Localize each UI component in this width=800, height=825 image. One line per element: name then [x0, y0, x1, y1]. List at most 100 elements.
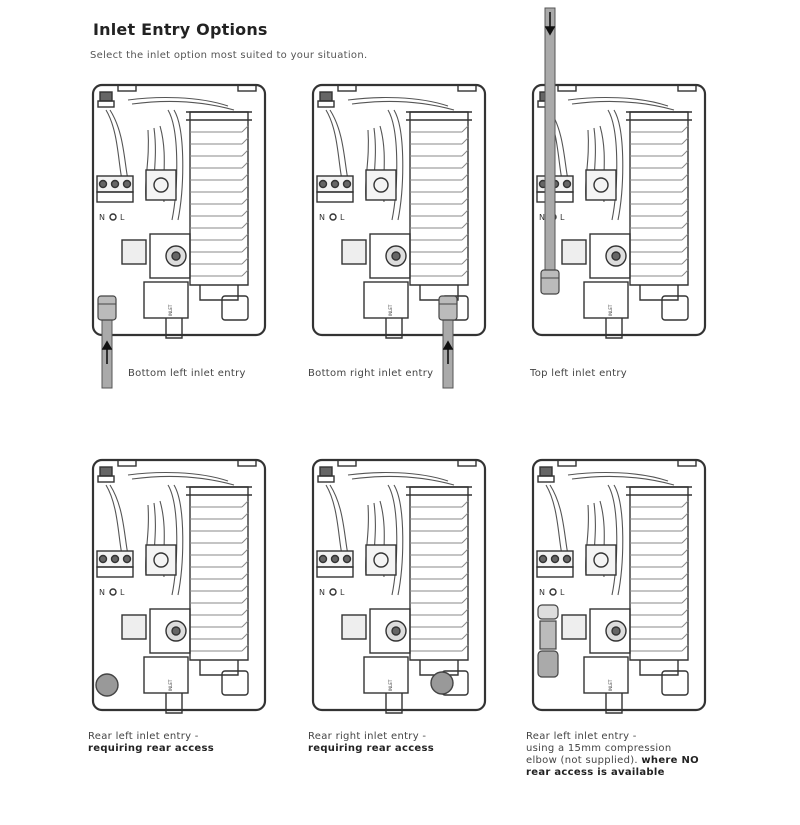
option-caption: Rear left inlet entry - using a 15mm com…	[526, 731, 699, 779]
heater-tank	[406, 486, 472, 676]
earth-terminal	[329, 213, 337, 221]
heater-tank	[626, 486, 692, 676]
inlet-valve	[341, 233, 411, 339]
option-rear-left-elbow: N L INLET Rear left inlet entry - using a …	[526, 445, 758, 825]
terminal-label-live: L	[120, 213, 125, 222]
option-caption: Bottom left inlet entry	[128, 368, 246, 379]
terminal-label-neutral: N	[319, 213, 325, 222]
page-title: Inlet Entry Options	[93, 20, 268, 39]
relay-coil	[373, 177, 389, 193]
relay-coil	[373, 552, 389, 568]
shower-unit-diagram: N L INLET	[531, 7, 707, 339]
relay-block	[585, 544, 617, 576]
top-clip	[457, 459, 477, 467]
top-clip	[557, 459, 577, 467]
inlet-valve	[341, 608, 411, 714]
inlet-valve	[561, 233, 631, 339]
relay-coil	[593, 552, 609, 568]
caption-emphasis: rear access is available	[526, 767, 665, 778]
unit-casing	[91, 83, 267, 337]
top-clip	[117, 84, 137, 92]
option-caption: Bottom right inlet entry	[308, 368, 434, 379]
terminal-block	[536, 550, 574, 578]
pressure-relief-device	[661, 295, 689, 321]
shower-unit-diagram: N L INLET	[311, 458, 487, 714]
relay-coil	[153, 552, 169, 568]
pressure-relief-device	[221, 295, 249, 321]
option-caption: Rear right inlet entry - requiring rear …	[308, 731, 434, 755]
terminal-block	[96, 175, 134, 203]
terminal-label-live: L	[340, 213, 345, 222]
terminal-label-neutral: N	[539, 213, 545, 222]
caption-line: Rear right inlet entry -	[308, 731, 427, 742]
inlet-pipe	[101, 319, 113, 389]
inlet-valve	[561, 608, 631, 714]
option-rear-right: N L INLET Rear right inlet entry - requiri…	[308, 445, 538, 825]
top-clip	[557, 84, 577, 92]
rear-inlet-port	[430, 671, 454, 695]
terminal-label-neutral: N	[319, 588, 325, 597]
caption-line: using a 15mm compression	[526, 743, 672, 754]
heater-tank	[406, 111, 472, 301]
terminal-label-live: L	[560, 588, 565, 597]
terminal-label-live: L	[340, 588, 345, 597]
terminal-label-live: L	[120, 588, 125, 597]
unit-casing	[531, 83, 707, 337]
top-clip	[337, 84, 357, 92]
inlet-valve-label: INLET	[168, 304, 173, 316]
terminal-label-live: L	[560, 213, 565, 222]
relay-block	[365, 544, 397, 576]
compression-fitting	[438, 295, 458, 321]
cable-gland	[97, 91, 115, 108]
option-bottom-right: N L INLET Bottom right inlet entry	[308, 70, 538, 450]
caption-line: Rear left inlet entry -	[88, 731, 199, 742]
top-clip	[337, 459, 357, 467]
terminal-block	[96, 550, 134, 578]
option-top-left: N L INLET Top left inlet entry	[528, 7, 758, 450]
wiring-harness	[325, 96, 455, 221]
rear-inlet-port	[95, 673, 119, 697]
inlet-valve-label: INLET	[608, 679, 613, 691]
page-subtitle: Select the inlet option most suited to y…	[90, 50, 368, 61]
top-clip	[677, 459, 697, 467]
relay-block	[365, 169, 397, 201]
cable-gland	[537, 466, 555, 483]
option-caption: Top left inlet entry	[530, 368, 628, 379]
shower-unit-diagram: N L INLET	[311, 83, 487, 389]
unit-casing	[311, 83, 487, 337]
top-clip	[677, 84, 697, 92]
heater-tank	[186, 111, 252, 301]
inlet-pipe	[544, 7, 556, 281]
terminal-block	[316, 550, 354, 578]
unit-casing	[531, 458, 707, 712]
terminal-label-neutral: N	[539, 588, 545, 597]
compression-fitting	[540, 269, 560, 295]
wiring-harness	[545, 471, 675, 596]
flow-arrow	[442, 340, 454, 364]
relay-block	[585, 169, 617, 201]
relay-coil	[153, 177, 169, 193]
terminal-block	[316, 175, 354, 203]
caption-emphasis: requiring rear access	[88, 743, 215, 754]
top-clip	[237, 84, 257, 92]
pressure-relief-device	[661, 670, 689, 696]
cable-gland	[317, 466, 335, 483]
heater-tank	[186, 486, 252, 676]
inlet-valve-label: INLET	[388, 304, 393, 316]
option-caption: Rear left inlet entry - requiring rear a…	[88, 731, 214, 755]
caption-text: elbow (not supplied).	[526, 755, 638, 766]
shower-unit-diagram: N L INLET	[531, 458, 707, 714]
inlet-valve-label: INLET	[388, 679, 393, 691]
compression-elbow	[537, 604, 559, 678]
pressure-relief-device	[221, 670, 249, 696]
flow-arrow	[544, 12, 556, 36]
heater-tank	[626, 111, 692, 301]
terminal-label-neutral: N	[99, 588, 105, 597]
caption-line: elbow (not supplied). where NO	[526, 755, 699, 767]
inlet-valve-label: INLET	[608, 304, 613, 316]
caption-line: Rear left inlet entry -	[526, 731, 637, 742]
cable-gland	[97, 466, 115, 483]
